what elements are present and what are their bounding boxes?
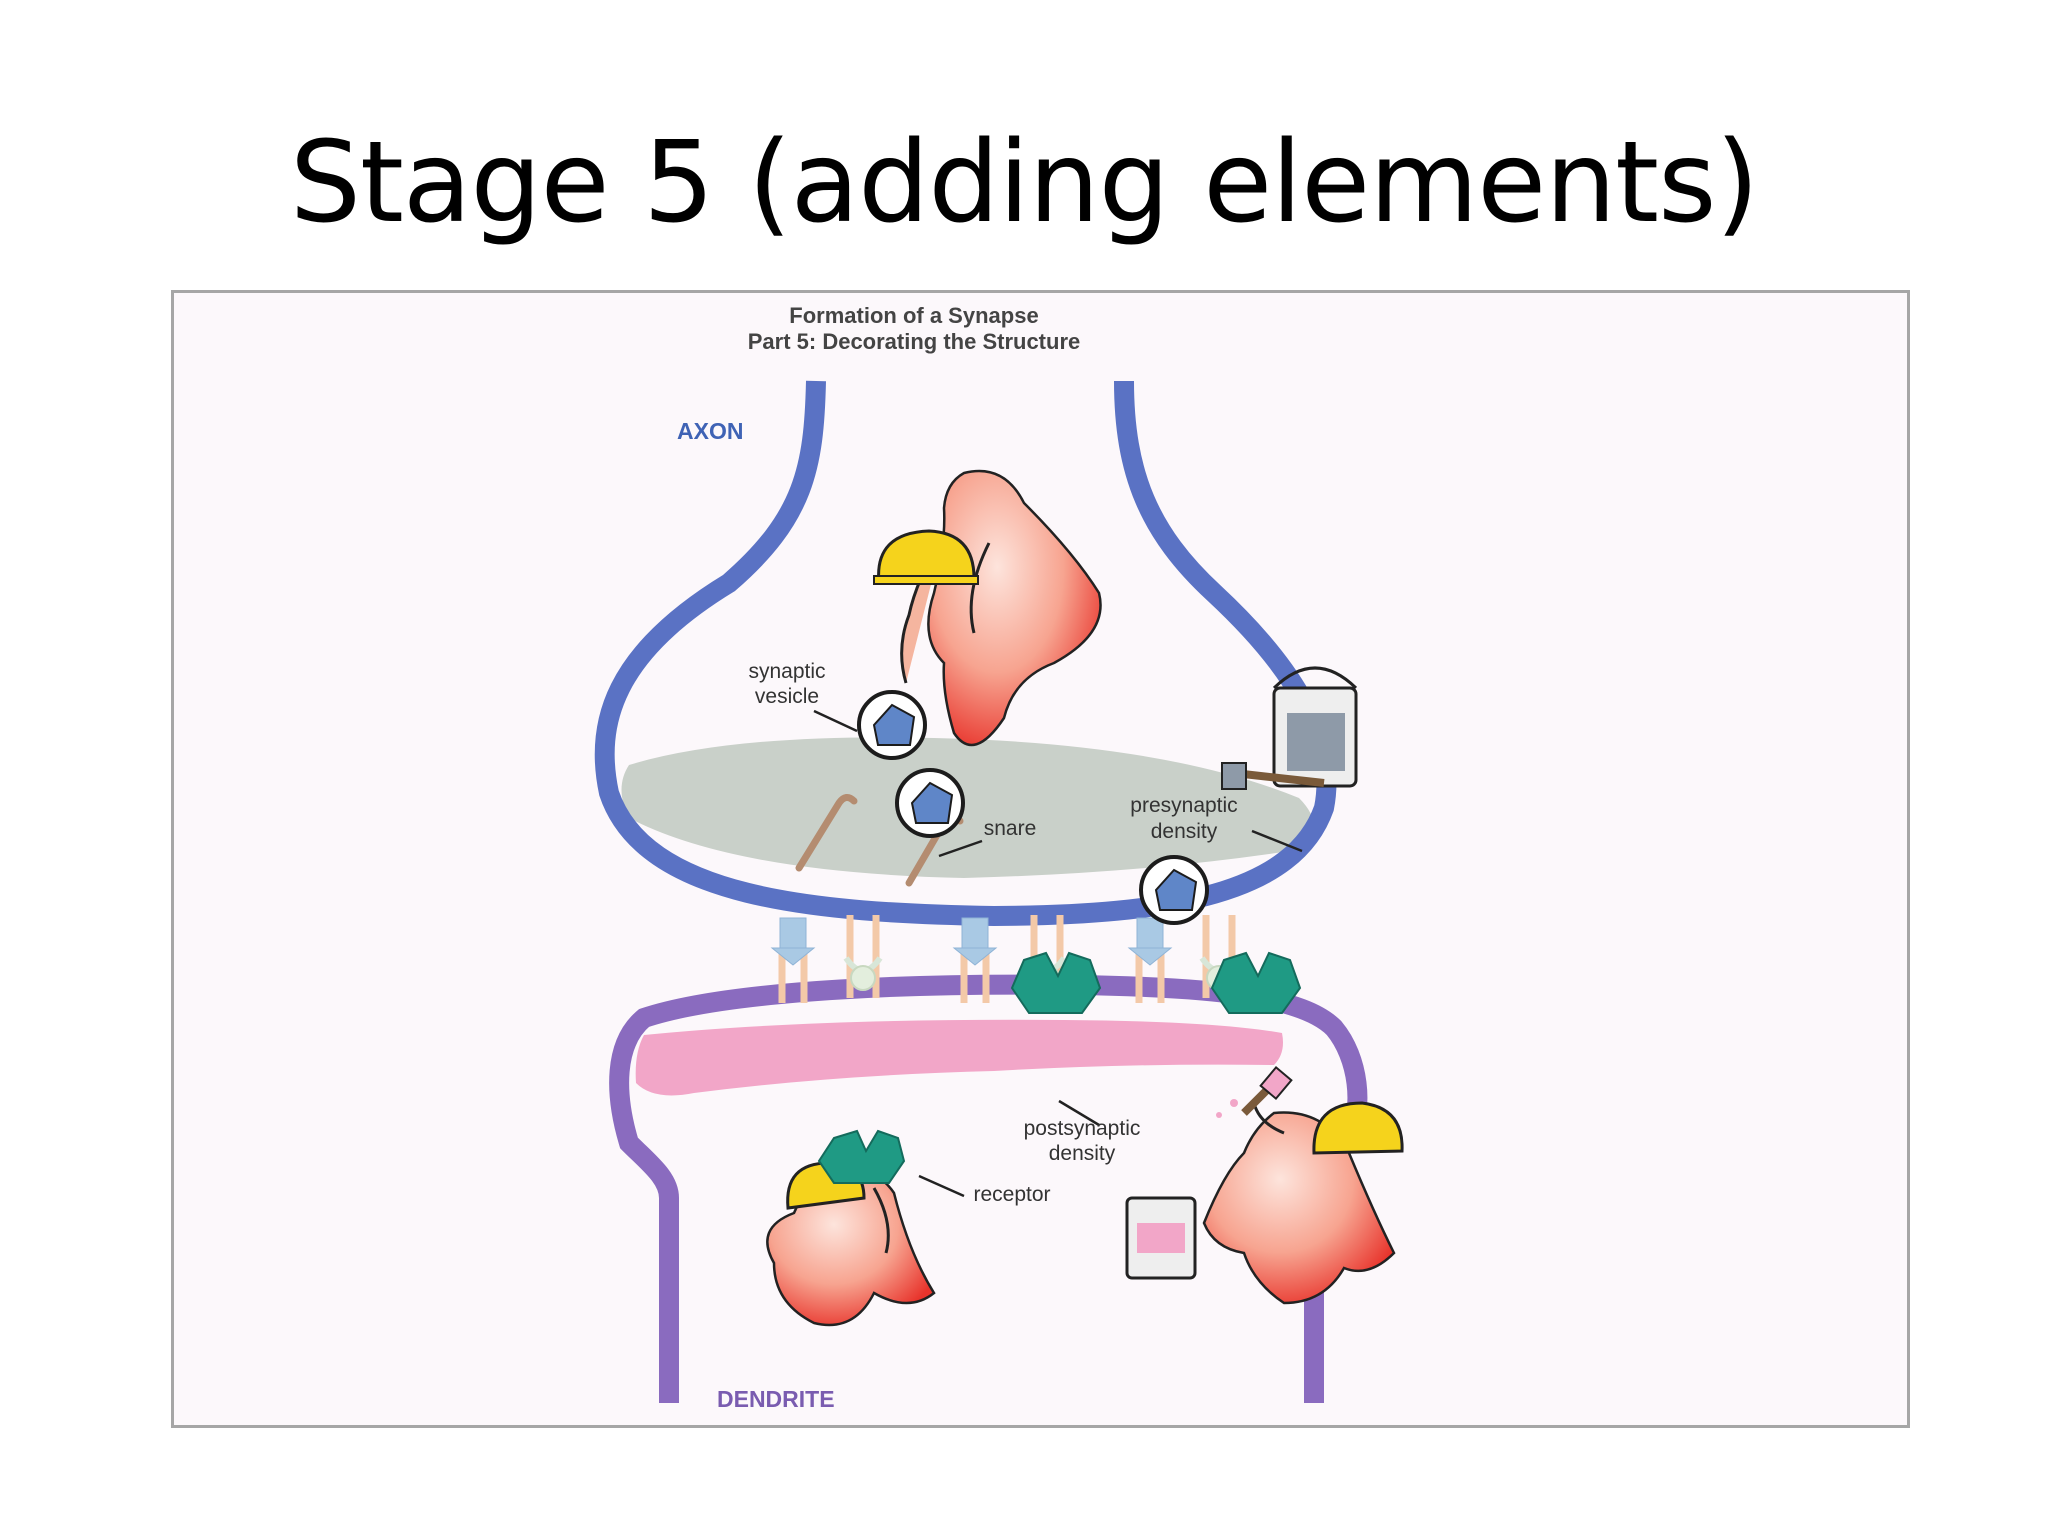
paint-brush-icon [1241, 1085, 1272, 1116]
leader-lines [813, 709, 1303, 1198]
paint-can-icon [1221, 666, 1358, 790]
hard-hat-icon [877, 529, 976, 585]
synaptic-vesicle-label: vesicle [755, 685, 819, 708]
worker-figure [873, 469, 1102, 747]
hard-hat-icon [1312, 1101, 1404, 1155]
postsynaptic-density [635, 1019, 1283, 1096]
axon-label: AXON [677, 418, 743, 444]
figure-title-line2: Part 5: Decorating the Structure [748, 329, 1081, 354]
presynaptic-density-label: density [1151, 820, 1218, 843]
figure-title-line1: Formation of a Synapse [789, 303, 1038, 328]
worker-figure [1202, 1065, 1404, 1305]
postsynaptic-density-label: postsynaptic [1024, 1117, 1141, 1140]
paint-can-icon [1125, 1196, 1197, 1280]
dendrite-label: DENDRITE [717, 1386, 835, 1412]
snare-label: snare [984, 817, 1037, 840]
axon-membrane [594, 380, 1337, 927]
worker-figure [766, 1129, 936, 1327]
slide-title: Stage 5 (adding elements) [289, 118, 1759, 248]
presynaptic-density [621, 737, 1315, 878]
synaptic-vesicle-label: synaptic [748, 660, 825, 683]
synapse-figure: Formation of a Synapse Part 5: Decoratin… [171, 290, 1910, 1428]
receptor-label: receptor [973, 1183, 1050, 1206]
postsynaptic-density-label: density [1049, 1142, 1116, 1165]
presynaptic-density-label: presynaptic [1130, 794, 1237, 817]
synaptic-vesicle-icon [857, 690, 1209, 925]
receptor-icon [1010, 951, 1302, 1014]
